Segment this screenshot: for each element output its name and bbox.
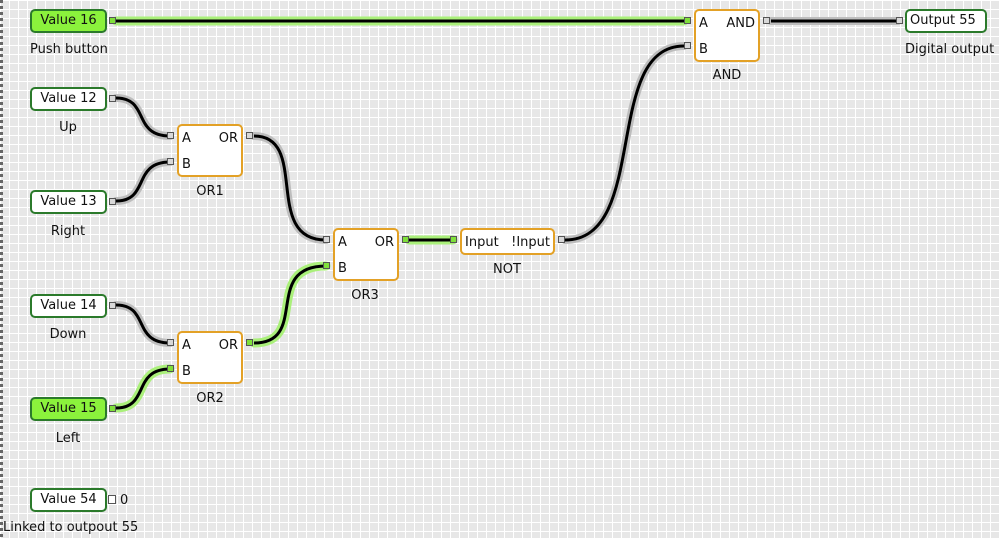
wire-or2-or3-b[interactable] — [249, 261, 331, 348]
value-13-caption: Right — [50, 224, 86, 239]
and-pin-a: A — [699, 16, 708, 31]
wire-value14-or2-a[interactable] — [112, 301, 174, 347]
output-55-label: Output 55 — [910, 13, 976, 28]
value-14-node[interactable]: Value 14 — [30, 294, 107, 318]
and-pin-b: B — [699, 42, 708, 57]
and-port-out[interactable] — [763, 17, 770, 24]
value-54-value: 0 — [120, 493, 129, 508]
value-16-node[interactable]: Value 16 — [30, 9, 107, 33]
and-port-b[interactable] — [684, 42, 691, 49]
value-16-caption: Push button — [30, 42, 108, 57]
or2-pin-out: OR — [218, 338, 238, 353]
or2-pin-a: A — [182, 338, 191, 353]
value-14-caption: Down — [49, 327, 87, 342]
or3-caption: OR3 — [351, 288, 379, 303]
value-14-label: Value 14 — [40, 298, 97, 313]
or3-port-out[interactable] — [402, 236, 409, 243]
or1-port-b[interactable] — [167, 158, 174, 165]
and-port-a[interactable] — [684, 17, 691, 24]
or3-port-b[interactable] — [323, 262, 330, 269]
and-pin-out: AND — [726, 16, 755, 31]
or3-pin-b: B — [338, 261, 347, 276]
wire-not-and-b[interactable] — [561, 42, 688, 244]
value-16-label: Value 16 — [40, 13, 97, 28]
or1-pin-a: A — [182, 131, 191, 146]
value-15-label: Value 15 — [40, 401, 97, 416]
or2-pin-b: B — [182, 364, 191, 379]
or2-port-out[interactable] — [246, 339, 253, 346]
output-55-caption: Digital output — [905, 42, 995, 57]
or3-gate[interactable]: A B OR — [333, 228, 399, 281]
or3-pin-out: OR — [374, 235, 394, 250]
value-13-output-port[interactable] — [109, 198, 116, 205]
value-12-output-port[interactable] — [109, 95, 116, 102]
value-14-output-port[interactable] — [109, 302, 116, 309]
value-12-caption: Up — [59, 120, 77, 135]
canvas-left-edge — [0, 0, 3, 538]
or2-gate[interactable]: A B OR — [177, 331, 243, 384]
value-15-node[interactable]: Value 15 — [30, 397, 107, 421]
or2-port-b[interactable] — [167, 365, 174, 372]
or3-pin-a: A — [338, 235, 347, 250]
and-caption: AND — [712, 68, 742, 83]
value-13-label: Value 13 — [40, 194, 97, 209]
or3-port-a[interactable] — [323, 236, 330, 243]
or1-port-a[interactable] — [167, 132, 174, 139]
value-12-label: Value 12 — [40, 91, 97, 106]
or1-port-out[interactable] — [246, 132, 253, 139]
wire-value13-or1-b[interactable] — [112, 158, 174, 205]
or1-gate[interactable]: A B OR — [177, 124, 243, 177]
value-15-output-port[interactable] — [109, 405, 116, 412]
or2-caption: OR2 — [196, 391, 224, 406]
value-12-node[interactable]: Value 12 — [30, 87, 107, 111]
value-54-label: Value 54 — [40, 492, 97, 507]
or1-pin-b: B — [182, 157, 191, 172]
not-gate[interactable]: Input !Input — [460, 228, 555, 255]
value-15-caption: Left — [55, 431, 81, 446]
output-55-input-port[interactable] — [896, 17, 903, 24]
wire-value12-or1-a[interactable] — [112, 94, 174, 140]
or2-port-a[interactable] — [167, 339, 174, 346]
value-54-output-port[interactable] — [108, 495, 116, 504]
and-gate[interactable]: A B AND — [694, 9, 760, 62]
not-port-out[interactable] — [558, 236, 565, 243]
not-pin-in: Input — [465, 235, 499, 250]
value-54-node[interactable]: Value 54 — [30, 488, 107, 512]
wire-value15-or2-b[interactable] — [111, 364, 175, 413]
not-caption: NOT — [493, 262, 521, 277]
not-pin-out: !Input — [511, 235, 550, 250]
not-port-in[interactable] — [450, 236, 457, 243]
wire-or1-or3-a[interactable] — [250, 132, 330, 244]
value-54-caption: Linked to outpout 55 — [3, 520, 139, 535]
value-13-node[interactable]: Value 13 — [30, 190, 107, 214]
output-55-node[interactable]: Output 55 — [905, 9, 987, 33]
or1-pin-out: OR — [218, 131, 238, 146]
or1-caption: OR1 — [196, 184, 224, 199]
value-16-output-port[interactable] — [109, 17, 116, 24]
